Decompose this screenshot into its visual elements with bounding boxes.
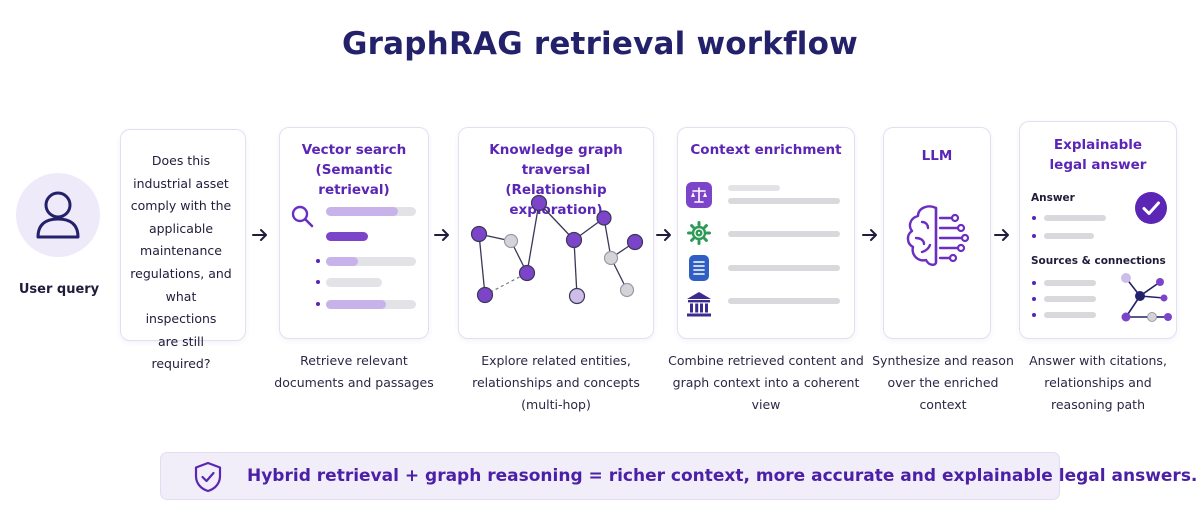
caption-line: over the enriched context bbox=[887, 375, 999, 412]
caption-line: Combine retrieved content and bbox=[668, 353, 864, 368]
question-line: what inspections bbox=[145, 288, 217, 327]
context-enrichment-caption: Combine retrieved content and graph cont… bbox=[660, 350, 872, 416]
question-text: Does this industrial asset comply with t… bbox=[129, 150, 233, 376]
summary-banner: Hybrid retrieval + graph reasoning = ric… bbox=[160, 452, 1197, 500]
question-line: industrial asset bbox=[133, 175, 229, 191]
caption-line: Retrieve relevant bbox=[300, 353, 408, 368]
question-line: maintenance bbox=[140, 243, 222, 259]
user-avatar bbox=[16, 173, 100, 257]
caption-line: Synthesize and reason bbox=[872, 353, 1014, 368]
knowledge-graph-title: Knowledge graph traversal (Relationship … bbox=[459, 140, 653, 220]
result-bar bbox=[326, 278, 382, 287]
vector-search-caption: Retrieve relevant documents and passages bbox=[270, 350, 438, 394]
legal-answer-card: Explainable legal answer Answer Sources … bbox=[1019, 121, 1177, 339]
legal-answer-title: Explainable legal answer bbox=[1020, 135, 1176, 175]
caption-line: Explore related entities, bbox=[481, 353, 631, 368]
arrow-right-icon bbox=[656, 229, 671, 241]
bullet-dot bbox=[1032, 281, 1036, 285]
context-bar bbox=[728, 265, 840, 271]
llm-card: LLM bbox=[883, 127, 991, 339]
sources-label: Sources & connections bbox=[1031, 255, 1166, 267]
answer-label: Answer bbox=[1031, 192, 1075, 204]
context-enrichment-title: Context enrichment bbox=[690, 142, 842, 158]
arrow-right-icon bbox=[862, 229, 877, 241]
context-bar bbox=[728, 198, 840, 204]
caption-line: graph context into a coherent view bbox=[672, 375, 860, 412]
result-bar-fill bbox=[326, 232, 368, 241]
courthouse-icon bbox=[687, 292, 711, 317]
bullet-dot bbox=[1032, 216, 1036, 220]
banner-text: Hybrid retrieval + graph reasoning = ric… bbox=[247, 466, 1198, 486]
result-bar-fill bbox=[326, 257, 358, 266]
answer-bar bbox=[1044, 233, 1094, 239]
knowledge-graph-caption: Explore related entities, relationships … bbox=[452, 350, 660, 416]
knowledge-graph-card: Knowledge graph traversal (Relationship … bbox=[458, 127, 654, 339]
scales-icon bbox=[686, 182, 712, 208]
context-bar bbox=[728, 185, 780, 191]
question-card: Does this industrial asset comply with t… bbox=[120, 129, 246, 371]
check-badge-icon bbox=[1135, 192, 1167, 224]
caption-line: relationships and bbox=[1044, 375, 1152, 390]
question-line: are still required? bbox=[151, 333, 211, 372]
context-bar bbox=[728, 298, 840, 304]
caption-line: reasoning path bbox=[1050, 397, 1146, 412]
context-bar bbox=[728, 231, 840, 237]
result-bar-fill bbox=[326, 300, 386, 309]
bullet-dot bbox=[316, 302, 320, 306]
vector-search-card: Vector search (Semantic retrieval) bbox=[279, 127, 429, 339]
caption-line: relationships and concepts bbox=[472, 375, 640, 390]
answer-bar bbox=[1044, 215, 1106, 221]
source-bar bbox=[1044, 296, 1096, 302]
graph-network-icon bbox=[470, 194, 644, 305]
bullet-dot bbox=[316, 280, 320, 284]
vector-search-title: Vector search (Semantic retrieval) bbox=[280, 140, 428, 200]
question-line: regulations, and bbox=[130, 265, 232, 281]
question-line: Does this bbox=[151, 153, 211, 168]
title-line: Explainable bbox=[1053, 137, 1143, 153]
context-enrichment-card: Context enrichment bbox=[677, 127, 855, 339]
llm-caption: Synthesize and reason over the enriched … bbox=[868, 350, 1018, 416]
result-bar bbox=[326, 257, 416, 266]
document-icon bbox=[689, 255, 709, 281]
user-query-label: User query bbox=[18, 282, 100, 297]
title-line: Knowledge graph traversal bbox=[489, 142, 623, 178]
arrow-right-icon bbox=[252, 229, 267, 241]
brain-circuit-icon bbox=[906, 205, 970, 266]
result-bar-fill bbox=[326, 207, 398, 216]
arrow-right-icon bbox=[434, 229, 449, 241]
bullet-dot bbox=[1032, 234, 1036, 238]
source-bar bbox=[1044, 312, 1096, 318]
llm-title: LLM bbox=[921, 148, 953, 164]
shield-check-icon bbox=[194, 461, 222, 493]
caption-line: Answer with citations, bbox=[1029, 353, 1167, 368]
user-icon bbox=[36, 191, 80, 239]
arrow-right-icon bbox=[994, 229, 1009, 241]
page-title: GraphRAG retrieval workflow bbox=[342, 26, 858, 62]
title-line: (Semantic retrieval) bbox=[315, 162, 393, 198]
mini-graph-icon bbox=[1121, 273, 1172, 322]
title-line: legal answer bbox=[1049, 157, 1147, 173]
caption-line: documents and passages bbox=[274, 375, 434, 390]
bullet-dot bbox=[316, 259, 320, 263]
gear-icon bbox=[687, 221, 711, 245]
source-bar bbox=[1044, 280, 1096, 286]
legal-answer-caption: Answer with citations, relationships and… bbox=[1022, 350, 1174, 416]
question-line: applicable bbox=[148, 220, 214, 236]
bullet-dot bbox=[1032, 297, 1036, 301]
caption-line: (multi-hop) bbox=[521, 397, 591, 412]
magnifier-icon bbox=[291, 205, 314, 228]
question-line: comply with the bbox=[130, 198, 232, 214]
title-line: Vector search bbox=[301, 142, 407, 158]
bullet-dot bbox=[1032, 313, 1036, 317]
